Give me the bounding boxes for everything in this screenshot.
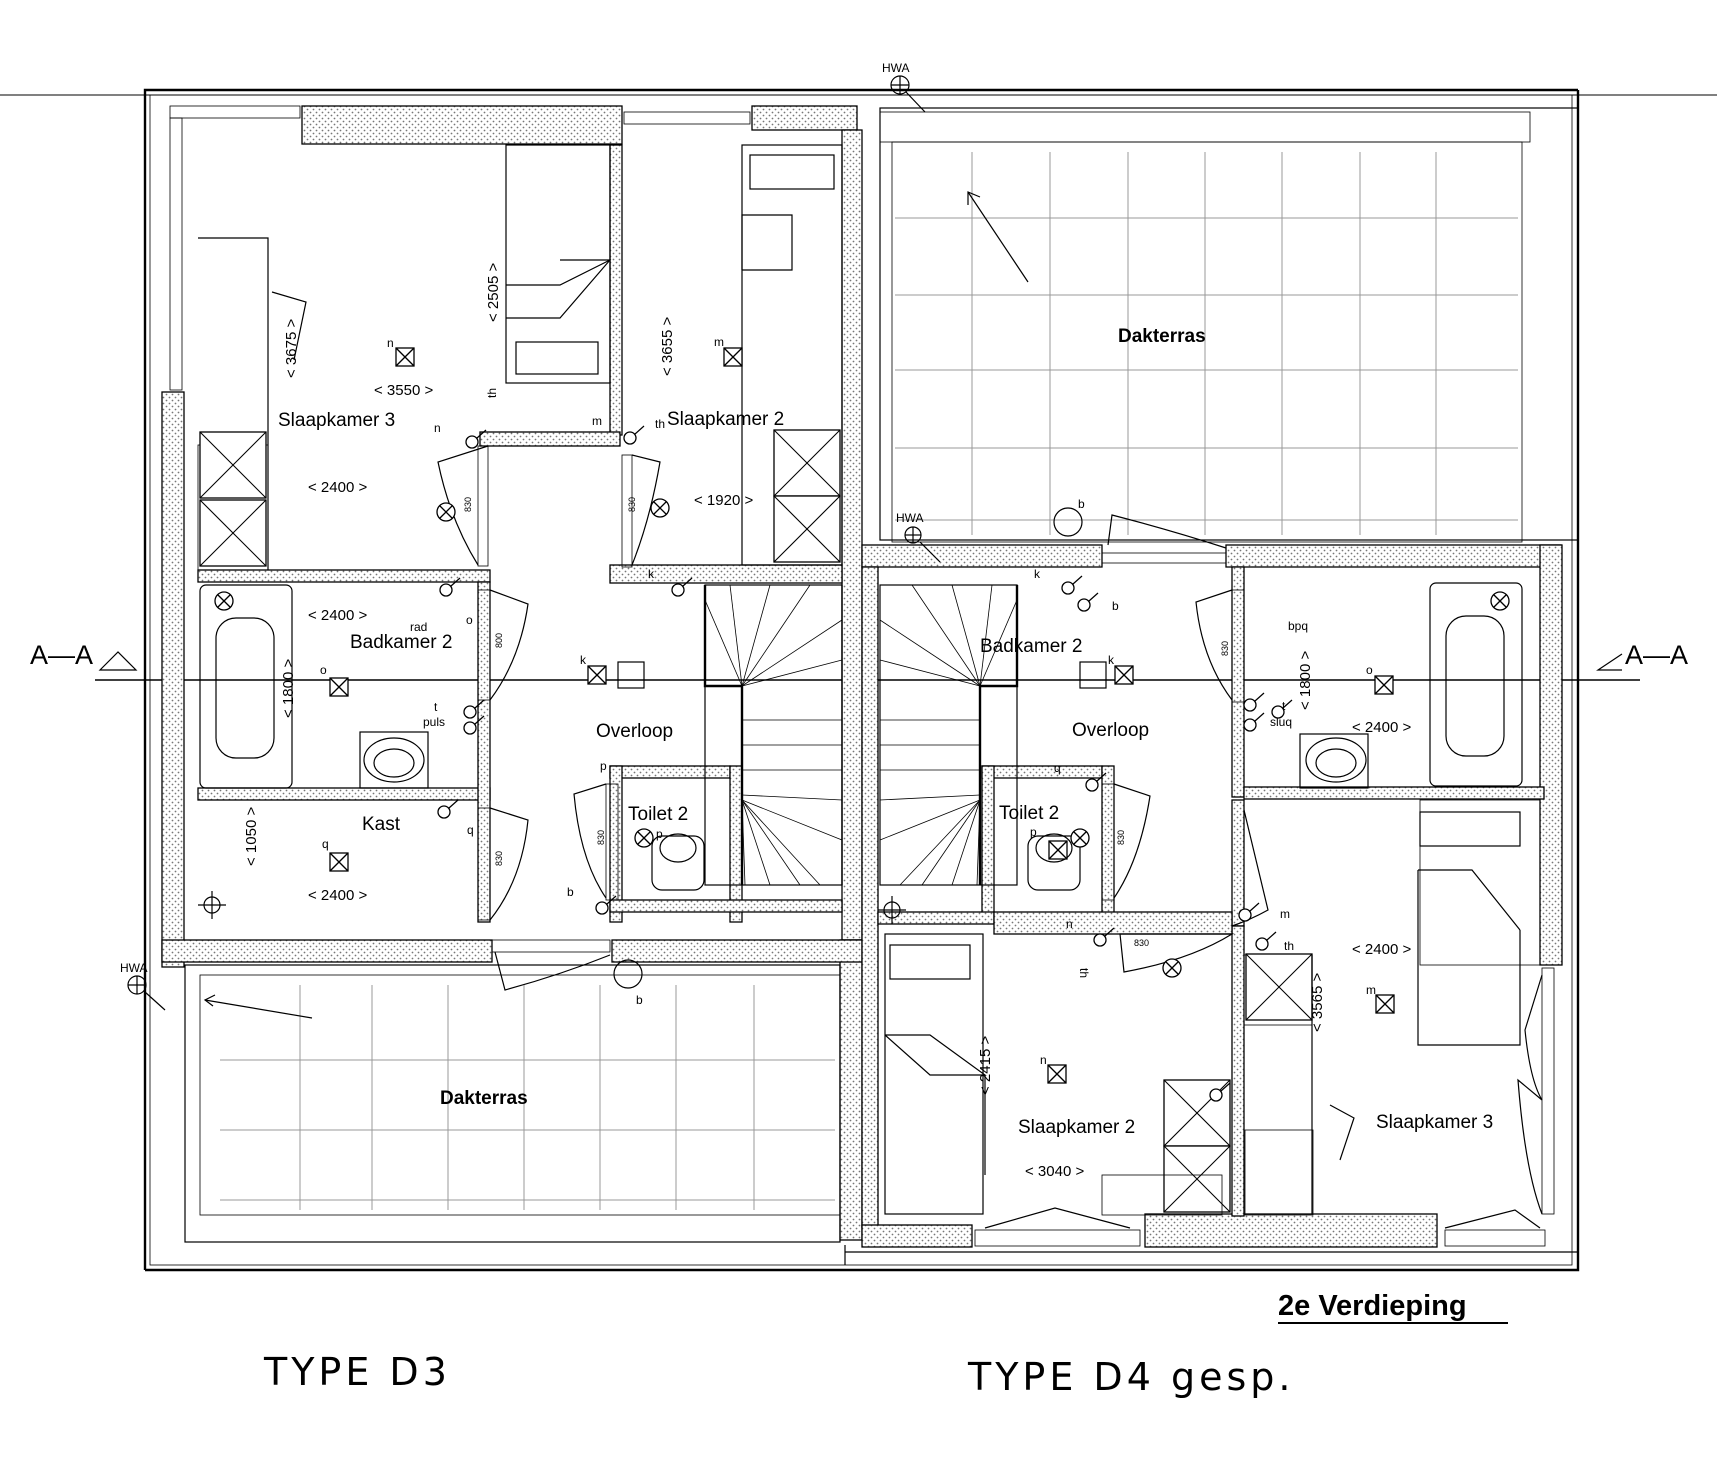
type-label-right: TYPE D4 gesp. bbox=[967, 1355, 1294, 1399]
installation-codes: n m n th m th k o rad o k t puls p p q q… bbox=[320, 335, 1376, 1067]
dim-bad-depth-left: < 1800 > bbox=[280, 659, 297, 718]
room-label-dakterras-left: Dakterras bbox=[440, 1088, 528, 1109]
unit-type-d3 bbox=[161, 105, 863, 1243]
dim-sk3-depth-right: < 3565 > bbox=[1309, 973, 1326, 1032]
hwa-label-top: HWA bbox=[882, 61, 910, 75]
code-puls: puls bbox=[423, 715, 445, 729]
room-label-toilet-2-left: Toilet 2 bbox=[628, 804, 688, 825]
code-o-2: o bbox=[320, 663, 327, 677]
hwa-marker-left: HWA bbox=[120, 961, 166, 1011]
code-p-2: p bbox=[656, 827, 663, 841]
code-m-2: m bbox=[592, 414, 602, 428]
room-label-badkamer-2-left: Badkamer 2 bbox=[350, 632, 452, 653]
code-b-3: b bbox=[1078, 497, 1085, 511]
section-marker-left: A—A bbox=[30, 640, 93, 670]
room-label-dakterras-right: Dakterras bbox=[1118, 326, 1206, 347]
room-label-badkamer-2-right: Badkamer 2 bbox=[980, 636, 1082, 657]
hwa-label-mid: HWA bbox=[896, 511, 924, 525]
code-n-4: n bbox=[1040, 1053, 1047, 1067]
code-m-3: m bbox=[1280, 907, 1290, 921]
code-o-1: o bbox=[466, 613, 473, 627]
code-n-1: n bbox=[387, 336, 394, 350]
code-k-4: k bbox=[1108, 653, 1115, 667]
door-tag-8: 830 bbox=[1134, 938, 1149, 948]
door-tag-5: 830 bbox=[596, 830, 606, 845]
section-marker-right: A—A bbox=[1625, 640, 1688, 670]
room-label-overloop-left: Overloop bbox=[596, 721, 673, 742]
dim-kast-depth: < 1050 > bbox=[243, 807, 260, 866]
section-arrow-left bbox=[98, 651, 138, 671]
door-tag-7: 830 bbox=[1116, 830, 1126, 845]
code-k-1: k bbox=[648, 567, 655, 581]
dim-sk2-depth-right: < 2415 > bbox=[977, 1036, 994, 1095]
code-th-4: th bbox=[1284, 939, 1294, 953]
room-label-slaapkamer-3-left: Slaapkamer 3 bbox=[278, 410, 395, 431]
dim-bad-depth-right: < 1800 > bbox=[1297, 651, 1314, 710]
hwa-marker-top: HWA bbox=[882, 61, 926, 113]
dim-sk3-width-right: < 2400 > bbox=[1352, 941, 1411, 958]
door-tag-1: 830 bbox=[463, 497, 473, 512]
code-b-2: b bbox=[636, 993, 643, 1007]
dim-kast-width: < 2400 > bbox=[308, 887, 367, 904]
room-label-kast-left: Kast bbox=[362, 814, 401, 835]
room-label-slaapkamer-2-left: Slaapkamer 2 bbox=[667, 409, 784, 430]
code-rad: rad bbox=[410, 620, 427, 634]
code-p-3: p bbox=[1030, 825, 1037, 839]
code-th-2: th bbox=[655, 417, 665, 431]
type-label-left: TYPE D3 bbox=[263, 1350, 451, 1394]
dim-sk3-width: < 2400 > bbox=[308, 479, 367, 496]
hwa-marker-mid: HWA bbox=[896, 511, 941, 563]
hwa-label-left: HWA bbox=[120, 961, 148, 975]
dim-sk2-width-right: < 3040 > bbox=[1025, 1163, 1084, 1180]
dim-bad-width-left: < 2400 > bbox=[308, 607, 367, 624]
code-q-3: q bbox=[1054, 761, 1061, 775]
dim-sk2-depth-b: < 3655 > bbox=[659, 317, 676, 376]
code-sluq: sluq bbox=[1270, 715, 1292, 729]
room-label-slaapkamer-3-right: Slaapkamer 3 bbox=[1376, 1112, 1493, 1133]
code-q-2: q bbox=[322, 837, 329, 851]
code-n-3: n bbox=[1066, 917, 1073, 931]
room-label-slaapkamer-2-right: Slaapkamer 2 bbox=[1018, 1117, 1135, 1138]
code-t-2: t bbox=[1282, 699, 1286, 713]
door-tag-4: 830 bbox=[627, 497, 637, 512]
dim-sk3-depth: < 3675 > bbox=[283, 319, 300, 378]
unit-type-d4 bbox=[861, 107, 1579, 1248]
room-label-toilet-2-right: Toilet 2 bbox=[999, 803, 1059, 824]
code-m-4: m bbox=[1366, 983, 1376, 997]
code-th-3: th bbox=[1077, 968, 1091, 978]
code-t-1: t bbox=[434, 700, 438, 714]
code-m-1: m bbox=[714, 335, 724, 349]
code-k-3: k bbox=[1034, 567, 1041, 581]
section-arrow-right bbox=[1596, 653, 1623, 671]
code-b-1: b bbox=[567, 885, 574, 899]
dim-sk3-width-top: < 3550 > bbox=[374, 382, 433, 399]
floor-title: 2e Verdieping bbox=[1278, 1290, 1467, 1322]
code-n-2: n bbox=[434, 421, 441, 435]
code-k-2: k bbox=[580, 653, 587, 667]
code-bpq: bpq bbox=[1288, 619, 1308, 633]
code-p-1: p bbox=[600, 759, 607, 773]
dim-sk2-depth-a: < 2505 > bbox=[485, 263, 502, 322]
door-tag-2: 800 bbox=[494, 633, 504, 648]
code-q-1: q bbox=[467, 823, 474, 837]
dim-sk2-width-left: < 1920 > bbox=[694, 492, 753, 509]
door-tag-3: 830 bbox=[494, 851, 504, 866]
room-label-overloop-right: Overloop bbox=[1072, 720, 1149, 741]
code-b-4: b bbox=[1112, 599, 1119, 613]
door-tag-6: 830 bbox=[1220, 641, 1230, 656]
code-o-3: o bbox=[1366, 663, 1373, 677]
code-th-1: th bbox=[485, 388, 499, 398]
dim-bad-width-right: < 2400 > bbox=[1352, 719, 1411, 736]
